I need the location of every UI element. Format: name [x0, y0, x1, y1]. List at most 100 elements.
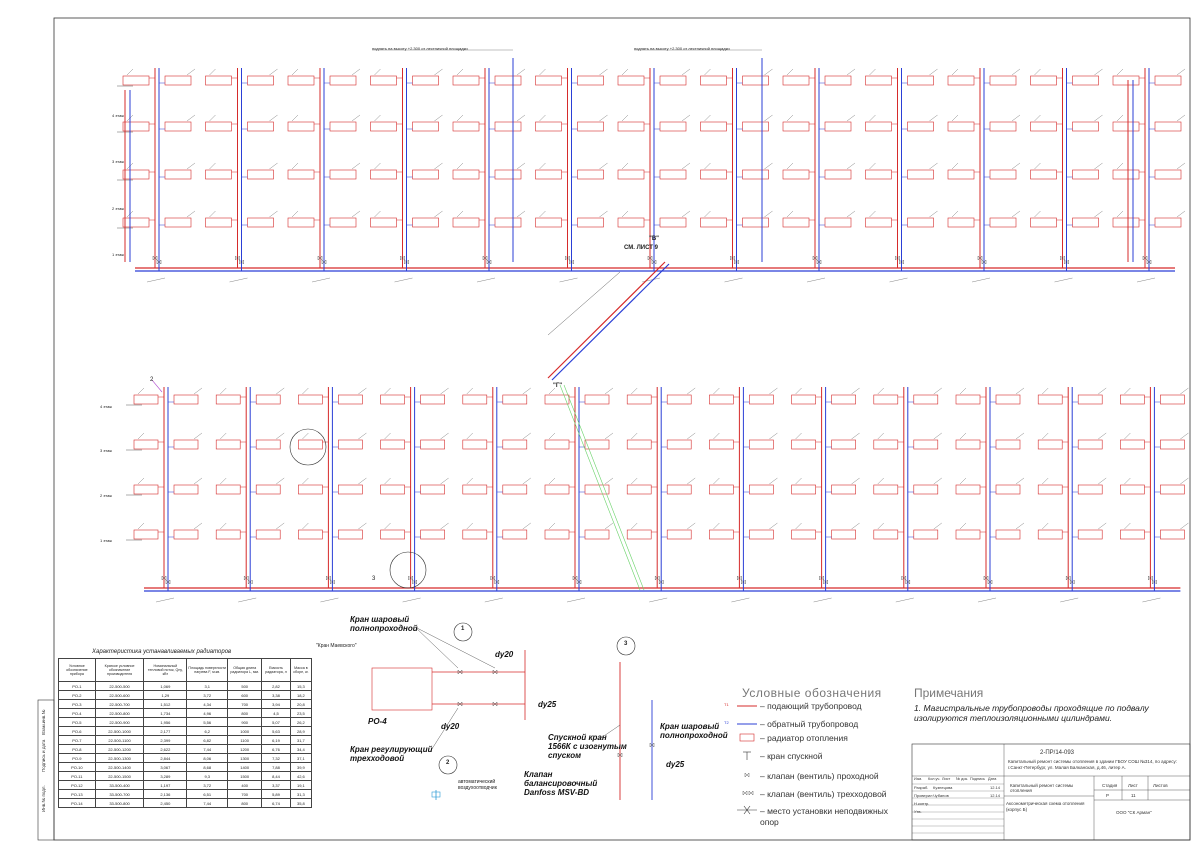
radiator [907, 217, 934, 228]
leader-line [1042, 522, 1049, 530]
table-header-cell: Масса в сборе, кг. [289, 658, 313, 682]
table-cell: 39,9 [289, 762, 313, 772]
table-cell: РО-4 [58, 708, 96, 718]
table-cell: 22-500-1100 [94, 735, 145, 745]
radiator [700, 169, 727, 180]
detail-1-ball-valve-label: Кран шаровый полнопроходной [350, 615, 418, 633]
table-cell: 8,44 [261, 771, 291, 781]
tag-leader [649, 597, 668, 603]
radiator [255, 484, 281, 495]
radiator [173, 394, 199, 405]
diagonal-return [551, 263, 670, 381]
table-header-cell: Условное обозначение прибора [58, 658, 96, 682]
legend-item-valve: – клапан (вентиль) проходной [760, 771, 879, 781]
table-cell: 20,8 [289, 699, 313, 709]
leader-line [522, 477, 531, 485]
table-cell: 22-500-1400 [94, 762, 145, 772]
leader-line [681, 210, 691, 218]
leader-line [276, 432, 285, 440]
riser-valve-icon [901, 575, 906, 581]
leader-line [851, 522, 860, 530]
radiator [626, 394, 652, 405]
riser-valve-icon [812, 255, 818, 261]
riser-valve-icon [569, 259, 574, 265]
leader-line [795, 477, 802, 485]
table-cell: 4,34 [186, 699, 229, 709]
radiator [1030, 169, 1057, 180]
radiator [584, 439, 610, 450]
leader-line [276, 522, 285, 530]
leader-line [291, 162, 299, 170]
table-cell: 6,82 [186, 735, 229, 745]
radiator [502, 439, 528, 450]
leader-line [704, 68, 711, 76]
radiator [791, 529, 816, 540]
side-stamp-2: Подпись и дата [41, 739, 46, 772]
radiator [247, 121, 274, 132]
leader-line [186, 68, 196, 76]
leader-line [681, 162, 691, 170]
radiator [955, 394, 981, 405]
radiator [1030, 217, 1057, 228]
leader-line [516, 68, 526, 76]
radiator [873, 394, 899, 405]
radiator [1154, 217, 1182, 228]
floor-label-bottom-2: 2 этаж [100, 493, 112, 498]
leader-line [456, 114, 464, 122]
tag-leader [484, 597, 503, 603]
radiator [205, 169, 232, 180]
radiator [666, 529, 692, 540]
radiator [907, 75, 934, 86]
radiator [742, 169, 769, 180]
leader-line [276, 477, 285, 485]
detail-3-valve-icon [617, 752, 623, 758]
radiator [502, 394, 528, 405]
riser-valve-icon [1142, 255, 1148, 261]
radiator [659, 75, 687, 86]
legend-item-support: – место установки неподвижных опор [760, 806, 889, 827]
tag-leader [229, 277, 248, 283]
riser-valve-icon [490, 575, 495, 581]
leader-line [291, 114, 299, 122]
leader-line [548, 387, 556, 395]
leader-line [209, 68, 216, 76]
radiator [329, 169, 357, 180]
table-cell: 7,88 [261, 762, 291, 772]
radiator [452, 75, 480, 86]
leader-line [687, 477, 696, 485]
radiator [791, 484, 816, 495]
leader-line [599, 210, 608, 218]
leader-line [137, 432, 145, 440]
leader-line [220, 522, 227, 530]
leader-line [1011, 114, 1021, 122]
tb-head-col: № док. [956, 777, 969, 781]
radiator [749, 484, 774, 495]
riser-valve-icon [981, 259, 987, 265]
leader-line [291, 210, 299, 218]
leader-line [220, 477, 227, 485]
table-cell: 3,1 [186, 681, 229, 691]
radiator [913, 394, 939, 405]
leader-line [466, 432, 473, 440]
table-cell: 1,069 [143, 681, 188, 691]
leader-line [851, 387, 860, 395]
radiator [1160, 529, 1185, 540]
radiator [742, 217, 769, 228]
riser-valve-icon [1148, 575, 1153, 581]
tag-leader [806, 277, 826, 283]
table-header-cell: Емкость радиатора, л [261, 658, 291, 682]
table-cell: 18,2 [289, 690, 313, 700]
leader-line [869, 114, 876, 122]
radiator [1154, 75, 1182, 86]
radiator [329, 217, 357, 228]
ref-v: "В" [649, 236, 660, 242]
radiator [205, 121, 232, 132]
table-cell: 6,19 [261, 735, 291, 745]
table-cell: 22-500-800 [94, 708, 145, 718]
radiator [749, 439, 774, 450]
leader-line [929, 68, 938, 76]
leader-line [769, 477, 778, 485]
detail-3-valve-icon [649, 742, 655, 748]
table-cell: 400 [227, 780, 263, 790]
radiator [338, 394, 363, 405]
